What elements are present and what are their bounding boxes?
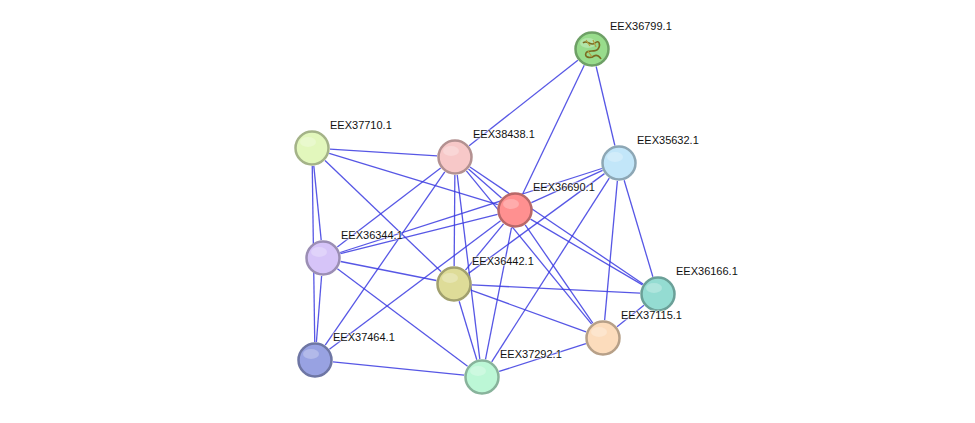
node-label: EEX36690.1 — [533, 181, 595, 194]
interaction-edge — [499, 344, 586, 372]
interaction-edge — [485, 228, 511, 360]
interaction-edge — [333, 362, 464, 375]
interaction-edge — [459, 301, 477, 360]
protein-node: EEX35632.1 — [601, 145, 637, 181]
node-label: EEX36799.1 — [610, 20, 672, 33]
node-label: EEX35632.1 — [637, 134, 699, 147]
protein-node: EEX37292.1 — [464, 359, 500, 395]
node-highlight — [303, 349, 319, 359]
node-circle — [436, 266, 472, 302]
protein-node: EEX36799.1 — [574, 31, 610, 67]
interaction-edge — [341, 262, 437, 281]
node-highlight — [442, 273, 458, 283]
node-highlight — [470, 366, 486, 376]
node-highlight — [591, 327, 607, 337]
interaction-edge — [531, 219, 643, 285]
node-highlight — [503, 199, 519, 209]
node-circle — [437, 139, 473, 175]
interaction-edge — [531, 170, 602, 202]
interaction-edge — [605, 181, 618, 320]
interaction-edge — [453, 175, 455, 266]
node-circle — [574, 31, 610, 67]
node-circle — [603, 147, 636, 180]
node-circle — [305, 240, 341, 276]
protein-structure-icon — [583, 40, 601, 59]
node-circle — [464, 359, 500, 395]
interaction-edge — [337, 168, 440, 247]
node-label: EEX36442.1 — [472, 255, 534, 268]
interaction-edge — [314, 166, 321, 240]
node-label: EEX38438.1 — [473, 128, 535, 141]
protein-node: EEX38438.1 — [437, 139, 473, 175]
protein-node: EEX36442.1 — [436, 266, 472, 302]
node-circle — [587, 322, 620, 355]
interaction-edge — [325, 160, 441, 271]
node-label: EEX36166.1 — [676, 265, 738, 278]
interaction-edge — [472, 285, 640, 293]
interaction-edge — [330, 149, 437, 156]
node-circle — [497, 192, 533, 228]
node-circle — [601, 145, 637, 181]
node-highlight — [300, 137, 316, 147]
interaction-edge — [325, 172, 445, 345]
node-highlight — [311, 247, 327, 257]
node-label: EEX37464.1 — [333, 331, 395, 344]
node-label: EEX37710.1 — [330, 119, 392, 132]
interaction-edge — [469, 60, 578, 146]
protein-node: EEX36690.1 — [497, 192, 533, 228]
node-label: EEX37115.1 — [621, 309, 682, 322]
node-highlight — [646, 283, 662, 293]
node-highlight — [443, 146, 459, 156]
interaction-edge — [340, 169, 602, 253]
node-circle — [438, 268, 471, 301]
interaction-edge — [596, 67, 615, 146]
node-circle — [297, 342, 333, 378]
interaction-edge — [316, 276, 321, 342]
protein-node: EEX37464.1 — [297, 342, 333, 378]
protein-node: EEX37710.1 — [294, 130, 330, 166]
node-circle — [585, 320, 621, 356]
node-circle — [499, 194, 532, 227]
interaction-edge — [469, 174, 605, 274]
node-label: EEX36344.1 — [341, 229, 403, 242]
node-highlight — [580, 38, 596, 48]
node-circle — [576, 33, 609, 66]
interaction-edge — [624, 180, 653, 276]
node-highlight — [607, 152, 623, 162]
node-label: EEX37292.1 — [500, 348, 562, 361]
interaction-edge — [525, 225, 593, 323]
node-circle — [439, 141, 472, 174]
node-circle — [466, 361, 499, 394]
interaction-edge — [466, 171, 591, 324]
interaction-edge — [340, 214, 497, 253]
node-circle — [294, 130, 330, 166]
node-circle — [296, 132, 329, 165]
protein-node: EEX36166.1 — [640, 276, 676, 312]
interaction-edge — [471, 290, 586, 332]
protein-node: EEX36344.1 — [305, 240, 341, 276]
node-circle — [307, 242, 340, 275]
node-circle — [642, 278, 675, 311]
protein-node: EEX37115.1 — [585, 320, 621, 356]
node-circle — [299, 344, 332, 377]
node-circle — [640, 276, 676, 312]
